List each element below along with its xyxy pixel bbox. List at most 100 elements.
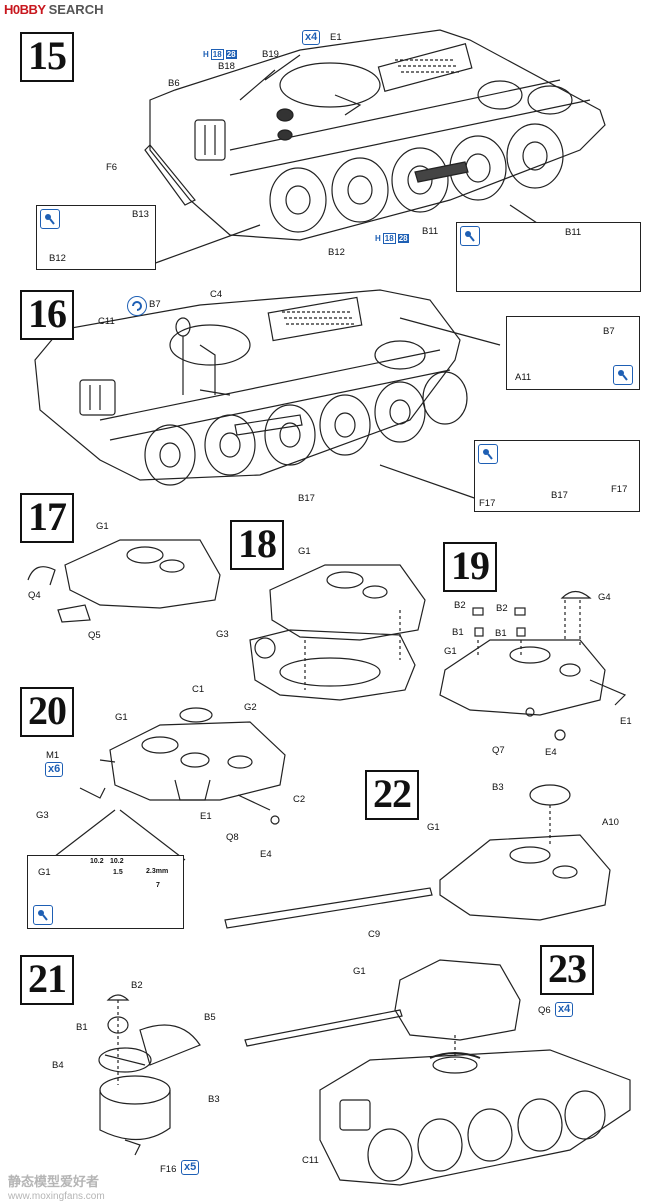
part-label: A11 xyxy=(515,372,532,383)
step-number-15: 15 xyxy=(20,32,74,82)
part-label: B1 xyxy=(452,627,464,638)
part-label: F6 xyxy=(106,162,118,173)
part-label: M1 xyxy=(46,750,60,761)
part-label: F16 xyxy=(160,1164,177,1175)
part-label: G1 xyxy=(298,546,311,557)
step-number-21: 21 xyxy=(20,955,74,1005)
part-label: G1 xyxy=(444,646,457,657)
step-number-16: 16 xyxy=(20,290,74,340)
step-number-22: 22 xyxy=(365,770,419,820)
dimension-label: 10.2 xyxy=(110,858,124,865)
step23-quantity: x4 xyxy=(555,1002,574,1017)
part-label: B5 xyxy=(204,1012,216,1023)
part-label: A10 xyxy=(602,817,619,828)
part-label: C9 xyxy=(368,929,381,940)
step-number-17: 17 xyxy=(20,493,74,543)
step22-turret-drawing xyxy=(224,784,611,929)
brush-icon xyxy=(45,214,55,225)
site-logo-suffix: SEARCH xyxy=(48,2,104,17)
step18-turret-drawing xyxy=(249,564,426,701)
dimension-label: 2.3mm xyxy=(146,868,169,875)
part-label: G1 xyxy=(38,867,51,878)
part-label: B3 xyxy=(208,1094,220,1105)
part-label: C1 xyxy=(192,684,205,695)
part-label: B17 xyxy=(551,490,568,501)
part-label: E4 xyxy=(260,849,272,860)
part-label: G1 xyxy=(115,712,128,723)
part-label: G1 xyxy=(353,966,366,977)
part-label: Q4 xyxy=(28,590,41,601)
part-label: C4 xyxy=(210,289,223,300)
part-label: B6 xyxy=(168,78,180,89)
part-label: B4 xyxy=(52,1060,64,1071)
step-number-19: 19 xyxy=(443,542,497,592)
step-number-23: 23 xyxy=(540,945,594,995)
part-label: Q8 xyxy=(226,832,239,843)
step15-hull-drawing xyxy=(144,29,606,241)
watermark-text: 静态模型爱好者 xyxy=(8,1174,100,1189)
part-label: B1 xyxy=(495,628,507,639)
part-label: B12 xyxy=(49,253,66,264)
brush-icon xyxy=(38,910,48,921)
part-label: G2 xyxy=(244,702,257,713)
part-label: B11 xyxy=(565,227,582,238)
part-label: B17 xyxy=(298,493,315,504)
part-label: G1 xyxy=(427,822,440,833)
brush-icon xyxy=(618,370,628,381)
part-label: G1 xyxy=(96,521,109,532)
part-label: B12 xyxy=(328,247,345,258)
part-label: G4 xyxy=(598,592,611,603)
part-label: F17 xyxy=(611,484,628,495)
part-label: B2 xyxy=(454,600,466,611)
step-number-20: 20 xyxy=(20,687,74,737)
part-label: F17 xyxy=(479,498,496,509)
paint-icon xyxy=(40,209,60,229)
step15-inset-b: B11 xyxy=(456,222,641,292)
part-label: B7 xyxy=(149,299,161,310)
rotate-icon xyxy=(132,301,142,311)
step-number-18: 18 xyxy=(230,520,284,570)
part-label: C11 xyxy=(98,316,115,327)
step15-inset-a: B13 B12 xyxy=(36,205,156,270)
paint-icon xyxy=(478,444,498,464)
step21-quantity: x5 xyxy=(181,1160,200,1175)
part-label: B18 xyxy=(218,61,235,72)
step19-turret-drawing xyxy=(439,590,627,741)
part-label: E4 xyxy=(545,747,557,758)
watermark-url: www.moxingfans.com xyxy=(8,1191,105,1202)
step16-inset-b: B17 F17 F17 xyxy=(474,440,640,512)
part-label: B13 xyxy=(132,209,149,220)
site-logo: H0BBY xyxy=(4,2,46,17)
step16-rotate-icon xyxy=(127,296,147,316)
paint-icon xyxy=(33,905,53,925)
part-label: Q5 xyxy=(88,630,101,641)
part-label: G3 xyxy=(216,629,229,640)
step23-tank-drawing xyxy=(244,959,631,1186)
part-label: E1 xyxy=(200,811,212,822)
brush-icon xyxy=(483,449,493,460)
part-label: B7 xyxy=(603,326,615,337)
part-label: B2 xyxy=(131,980,143,991)
part-label: G3 xyxy=(36,810,49,821)
part-label: B19 xyxy=(262,49,279,60)
dimension-label: 1.5 xyxy=(113,869,123,876)
part-label: C11 xyxy=(302,1155,319,1166)
part-label: B1 xyxy=(76,1022,88,1033)
site-header: H0BBY SEARCH xyxy=(4,2,103,17)
paint-icon xyxy=(613,365,633,385)
paint-icon xyxy=(460,226,480,246)
part-label: B2 xyxy=(496,603,508,614)
part-label: C2 xyxy=(293,794,306,805)
brush-icon xyxy=(465,231,475,242)
step21-exploded-drawing xyxy=(98,994,201,1156)
part-label: Q6 xyxy=(538,1005,551,1016)
part-label: B3 xyxy=(492,782,504,793)
step20-inset: G1 10.2 10.2 1.5 2.3mm 7 xyxy=(27,855,184,929)
step20-quantity: x6 xyxy=(45,762,64,777)
step17-turret-drawing xyxy=(27,539,221,623)
dimension-label: 10.2 xyxy=(90,858,104,865)
step16-inset-a: B7 A11 xyxy=(506,316,640,390)
dimension-label: 7 xyxy=(156,882,160,889)
